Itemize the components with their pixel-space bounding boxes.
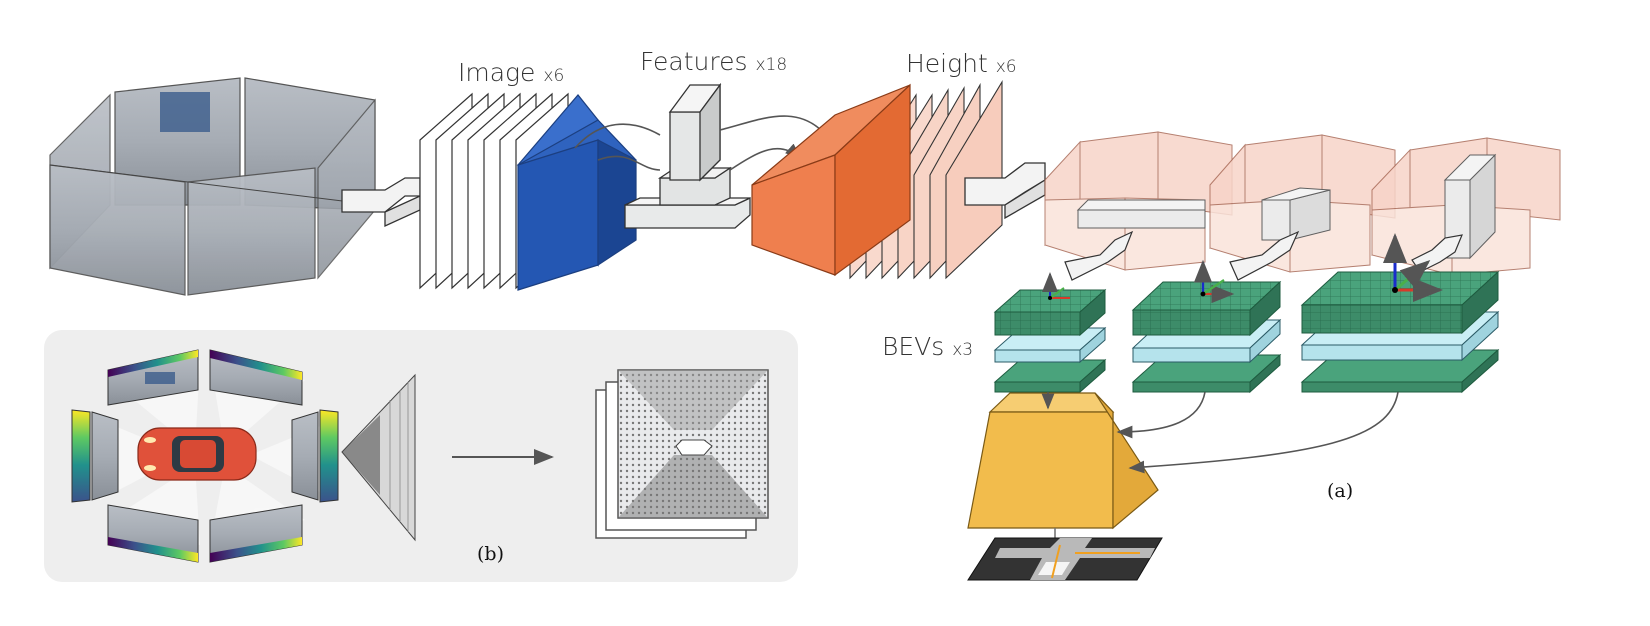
label-panel-b: (b) [477, 543, 504, 565]
panel-b-pointcloud [595, 369, 769, 539]
height-surround-1 [1044, 131, 1233, 271]
panel-b-frustum [341, 373, 416, 542]
bev-stack-1 [993, 272, 1107, 394]
panel-b-camera-images [71, 349, 339, 563]
height-surround-3 [1371, 137, 1561, 276]
height-block [751, 83, 911, 277]
label-image: Image x6 [458, 58, 564, 87]
height-surround-2 [1209, 134, 1396, 273]
label-panel-a: (a) [1327, 480, 1353, 502]
image-block [516, 94, 637, 291]
bev-to-decoder-arrows [1041, 391, 1399, 560]
camera-surround-panels [49, 77, 376, 296]
panel-b-car [137, 427, 257, 481]
label-height: Height x6 [906, 49, 1017, 78]
features-block [624, 83, 751, 229]
label-features: Features x18 [640, 47, 787, 76]
decoder-block [967, 392, 1159, 530]
bev-map-output [967, 537, 1163, 581]
bev-stack-3 [1300, 233, 1500, 394]
bev-stack-2 [1131, 259, 1282, 394]
label-bevs: BEVs x3 [882, 332, 973, 361]
